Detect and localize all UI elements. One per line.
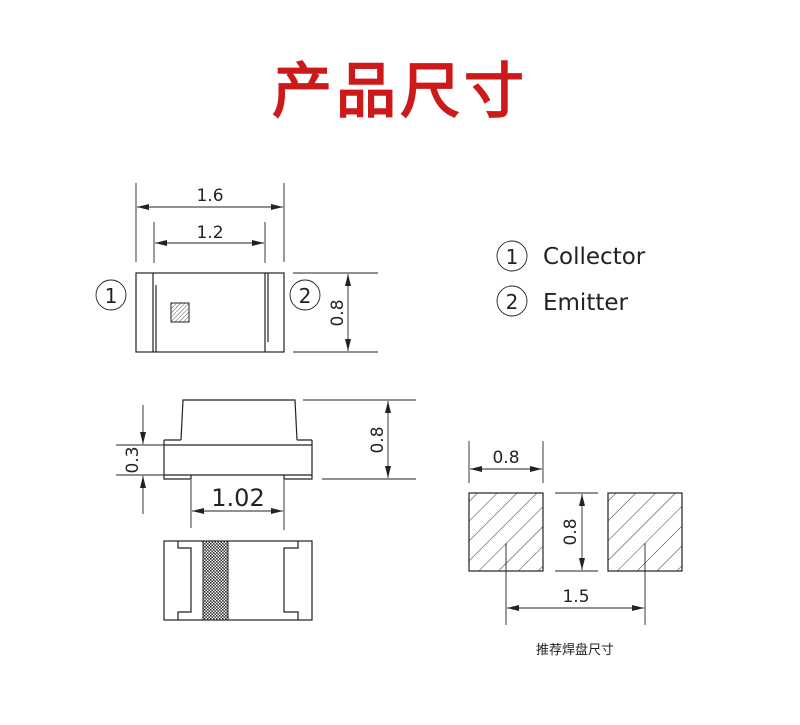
package-body-bottom [163, 540, 313, 621]
dim-base-label: 0.3 [123, 446, 143, 473]
dim-pad-width-label: 0.8 [492, 448, 519, 468]
legend-collector: Collector [543, 244, 646, 270]
pin2-circle [289, 279, 321, 311]
chip-die-marker [170, 302, 190, 323]
pin1-circle [95, 279, 127, 311]
lens-dome [180, 399, 298, 441]
pin-legend: 1 Collector 2 Emitter [496, 240, 646, 317]
legend-num-2: 2 [506, 290, 519, 314]
legend-circle-2 [496, 285, 528, 317]
polarity-band [202, 540, 229, 621]
dim-height-label: 0.8 [368, 426, 388, 453]
page-title: 产品尺寸 [272, 57, 528, 127]
dim-pad-gap-label: 1.02 [211, 484, 264, 512]
package-base [163, 439, 313, 480]
side-view: 0.8 0.3 1.02 [116, 399, 416, 530]
pin1-number: 1 [105, 284, 118, 308]
legend-emitter: Emitter [543, 290, 629, 316]
legend-circle-1 [496, 240, 528, 272]
top-view: 1.6 1.2 1 2 0.8 [95, 183, 378, 353]
dim-length-label: 1.6 [196, 186, 223, 206]
bottom-view [163, 540, 313, 621]
pad-left-outline [177, 541, 192, 620]
dim-width-label: 0.8 [328, 299, 348, 326]
dim-pad-height-label: 0.8 [561, 518, 581, 545]
legend-num-1: 1 [506, 245, 519, 269]
package-body-top [135, 272, 285, 353]
pad-right-outline [283, 541, 299, 620]
dim-pitch-label: 1.5 [562, 587, 589, 607]
pin2-number: 2 [299, 284, 312, 308]
dim-inner-label: 1.2 [196, 223, 223, 243]
footprint: 0.8 0.8 1.5 推荐焊盘尺寸 [468, 441, 683, 658]
footprint-caption: 推荐焊盘尺寸 [536, 642, 614, 658]
